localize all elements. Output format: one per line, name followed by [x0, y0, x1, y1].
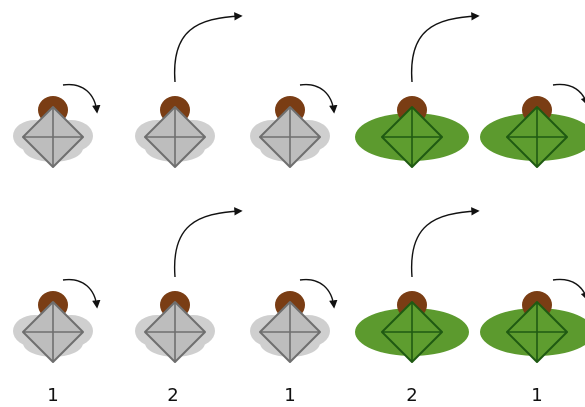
- rotation-arrow: [299, 83, 338, 114]
- rotation-arrow: [173, 12, 243, 83]
- rotation-arrow: [552, 278, 585, 301]
- figure-r2-c2: [135, 207, 243, 363]
- rotation-arrow: [410, 12, 480, 83]
- rotation-arrow: [62, 278, 101, 309]
- labels-layer: 1 2 1 2 1: [47, 385, 542, 406]
- step-label-4: 2: [406, 385, 417, 406]
- step-label-3: 1: [284, 385, 295, 406]
- figure-r1-c4: [355, 12, 480, 168]
- figure-r1-c1: [13, 83, 101, 168]
- figure-r2-c1: [13, 278, 101, 363]
- figure-r1-c2: [135, 12, 243, 168]
- figure-r1-c5: [480, 83, 585, 168]
- step-label-1: 1: [47, 385, 58, 406]
- rotation-arrow: [410, 207, 480, 278]
- figures-layer: [13, 12, 585, 363]
- figure-r2-c4: [355, 207, 480, 363]
- rotation-arrow: [552, 83, 585, 106]
- figure-r2-c5: [480, 278, 585, 363]
- step-label-5: 1: [531, 385, 542, 406]
- figure-r2-c3: [250, 278, 338, 363]
- figure-r1-c3: [250, 83, 338, 168]
- step-label-2: 2: [167, 385, 178, 406]
- rotation-arrow: [173, 207, 243, 278]
- rotation-arrow: [62, 83, 101, 114]
- rotation-arrow: [299, 278, 338, 309]
